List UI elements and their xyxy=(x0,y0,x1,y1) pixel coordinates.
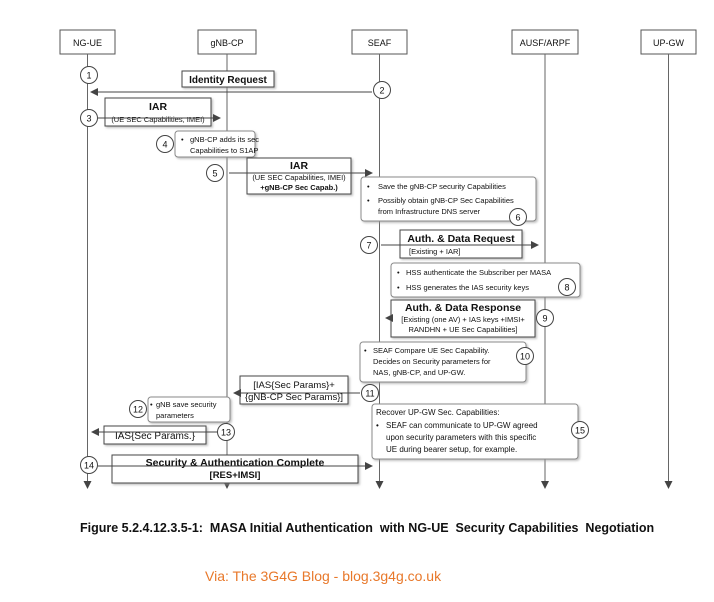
message-params: [IAS{Sec Params}+ xyxy=(253,380,335,391)
message-params: [Existing + IAR] xyxy=(409,247,460,256)
ias-sec-params-message: IAS{Sec Params.} xyxy=(91,425,218,445)
step-number: 4 xyxy=(162,140,167,150)
step-number: 3 xyxy=(86,114,91,124)
step-number: 9 xyxy=(542,314,547,324)
step-number: 13 xyxy=(221,428,231,438)
entity-label: NG-UE xyxy=(73,38,102,48)
message-params: +gNB-CP Sec Capab.) xyxy=(260,183,338,192)
step-number: 5 xyxy=(212,169,217,179)
note-hss: • HSS authenticate the Subscriber per MA… xyxy=(390,262,581,298)
note-line: SEAF Compare UE Sec Capability. xyxy=(373,346,490,355)
message-params: [RES+IMSI] xyxy=(210,470,261,481)
iar-message-2: IAR (UE SEC Capabilities, IMEI) +gNB-CP … xyxy=(229,157,373,195)
step-11-marker: 11 xyxy=(361,384,379,402)
entity-label: gNB-CP xyxy=(210,38,243,48)
note-line: Capabilities to S1AP xyxy=(190,146,258,155)
step-9-marker: 9 xyxy=(536,309,554,327)
source-footer: Via: The 3G4G Blog - blog.3g4g.co.uk xyxy=(205,568,442,584)
step-number: 7 xyxy=(366,241,371,251)
step-1-marker: 1 xyxy=(80,66,98,84)
bullet: • xyxy=(397,283,400,292)
step-3-marker: 3 xyxy=(80,109,98,127)
step-13-marker: 13 xyxy=(217,423,235,441)
entity-label: UP-GW xyxy=(653,38,685,48)
bullet: • xyxy=(150,400,153,409)
step-number: 1 xyxy=(86,71,91,81)
note-line: HSS generates the IAS security keys xyxy=(406,283,529,292)
entity-ng-ue: NG-UE xyxy=(59,29,116,55)
step-7-marker: 7 xyxy=(360,236,378,254)
message-title: Identity Request xyxy=(189,75,267,86)
note-line: from Infrastructure DNS server xyxy=(378,207,481,216)
bullet: • xyxy=(181,135,184,144)
bullet: • xyxy=(376,421,379,430)
step-number: 10 xyxy=(520,352,530,362)
message-title: IAR xyxy=(290,160,309,172)
step-number: 15 xyxy=(575,426,585,436)
step-number: 6 xyxy=(515,213,520,223)
bullet: • xyxy=(397,268,400,277)
message-title: Auth. & Data Response xyxy=(405,302,521,314)
step-4-marker: 4 xyxy=(156,135,174,153)
step-number: 11 xyxy=(365,389,374,399)
entity-gnb-cp: gNB-CP xyxy=(197,29,257,55)
step-number: 12 xyxy=(133,405,143,415)
note-line: parameters xyxy=(156,411,194,420)
step-6-marker: 6 xyxy=(509,208,527,226)
message-title: IAR xyxy=(149,101,168,113)
step-10-marker: 10 xyxy=(516,347,534,365)
note-seaf-compare: • SEAF Compare UE Sec Capability. Decide… xyxy=(359,341,527,383)
auth-data-response-message: Auth. & Data Response [Existing (one AV)… xyxy=(385,299,536,338)
bullet: • xyxy=(367,182,370,191)
note-line: gNB-CP adds its sec xyxy=(190,135,259,144)
step-5-marker: 5 xyxy=(206,164,224,182)
bullet: • xyxy=(364,346,367,355)
note-line: Decides on Security parameters for xyxy=(373,357,491,366)
step-number: 8 xyxy=(564,283,569,293)
entity-seaf: SEAF xyxy=(351,29,408,55)
step-8-marker: 8 xyxy=(558,278,576,296)
note-line: NAS, gNB-CP, and UP-GW. xyxy=(373,368,465,377)
step-2-marker: 2 xyxy=(373,81,391,99)
note-line: SEAF can communicate to UP-GW agreed xyxy=(386,421,538,430)
entity-ausf-arpf: AUSF/ARPF xyxy=(511,29,579,55)
note-gnb-adds: • gNB-CP adds its sec Capabilities to S1… xyxy=(174,130,259,158)
note-line: Save the gNB-CP security Capabilities xyxy=(378,182,506,191)
entity-label: SEAF xyxy=(368,38,392,48)
identity-request-message: Identity Request xyxy=(90,70,372,96)
note-line: Possibly obtain gNB-CP Sec Capabilities xyxy=(378,196,514,205)
message-title: IAS{Sec Params.} xyxy=(115,431,196,442)
entity-up-gw: UP-GW xyxy=(640,29,697,55)
note-gnb-save: • gNB save security parameters xyxy=(147,396,231,423)
entity-label: AUSF/ARPF xyxy=(520,38,571,48)
step-12-marker: 12 xyxy=(129,400,147,418)
message-params: {gNB-CP Sec Params}] xyxy=(245,392,343,403)
message-title: Auth. & Data Request xyxy=(407,233,515,245)
note-line: upon security parameters with this speci… xyxy=(386,433,536,442)
security-complete-message: Security & Authentication Complete [RES+… xyxy=(98,454,373,484)
note-line: Recover UP-GW Sec. Capabilities: xyxy=(376,408,500,417)
step-number: 2 xyxy=(379,86,384,96)
iar-message-1: IAR (UE SEC Capabilities, IMEI) xyxy=(98,97,221,127)
note-line: HSS authenticate the Subscriber per MASA xyxy=(406,268,551,277)
auth-data-request-message: Auth. & Data Request [Existing + IAR] xyxy=(381,229,539,259)
message-params: (UE SEC Capabilities, IMEI) xyxy=(252,173,346,182)
bullet: • xyxy=(367,196,370,205)
step-15-marker: 15 xyxy=(571,421,589,439)
figure-caption: Figure 5.2.4.12.3.5-1: MASA Initial Auth… xyxy=(80,521,654,535)
ias-params-message: [IAS{Sec Params}+ {gNB-CP Sec Params}] xyxy=(233,375,360,405)
note-seaf-save: • Save the gNB-CP security Capabilities … xyxy=(360,176,537,222)
note-recover-up-gw: Recover UP-GW Sec. Capabilities: • SEAF … xyxy=(371,403,579,460)
step-14-marker: 14 xyxy=(80,456,98,474)
message-params: RANDHN + UE Sec Capabilities] xyxy=(409,325,518,334)
message-params: (UE SEC Capabilities, IMEI) xyxy=(111,115,205,124)
message-title: Security & Authentication Complete xyxy=(146,457,325,469)
note-line: gNB save security xyxy=(156,400,217,409)
step-number: 14 xyxy=(84,461,94,471)
note-line: UE during bearer setup, for example. xyxy=(386,445,517,454)
message-params: [Existing (one AV) + IAS keys +IMSI+ xyxy=(401,315,525,324)
